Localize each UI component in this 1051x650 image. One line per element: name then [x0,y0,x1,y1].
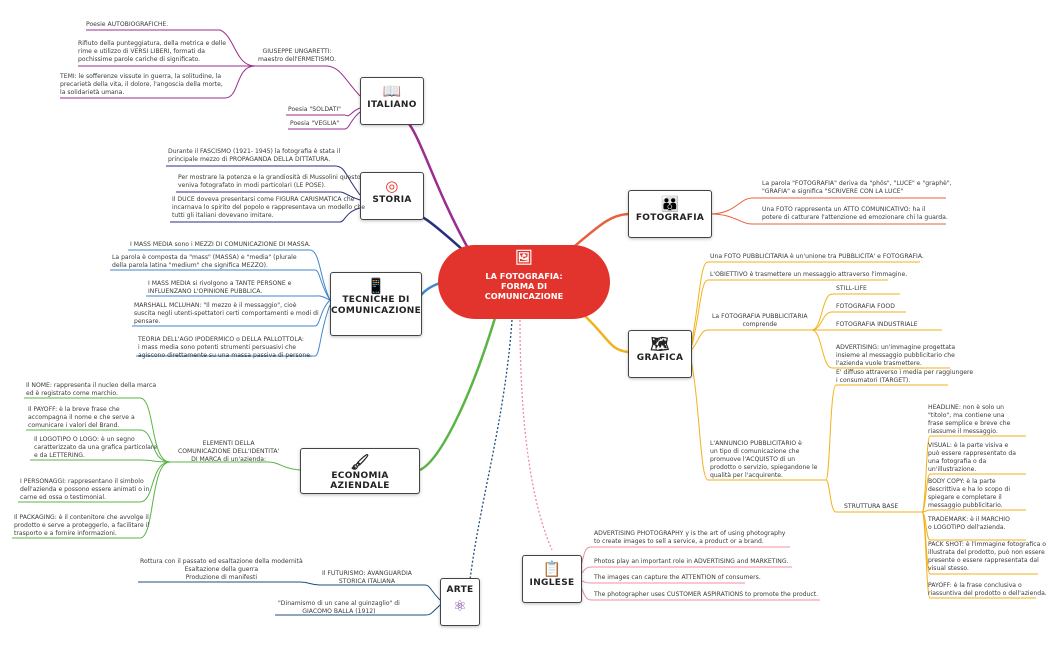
economia-nome: Il NOME: rappresenta il nucleo della mar… [26,382,157,397]
grafica-struttura: STRUTTURA BASE [844,503,899,510]
storia-links [166,165,361,223]
italiano-rifiuto: Rifiuto della punteggiatura, della metri… [78,40,227,63]
italiano-poesie: Poesie AUTOBIOGRAFICHE. [86,21,169,28]
arte-links [138,581,441,616]
grafica-trademark: TRADEMARK: è il MARCHIO o LOGOTIPO dell'… [928,516,1010,531]
node-italiano-label: ITALIANO [367,100,417,110]
branch-grafica [584,315,629,354]
node-italiano[interactable]: 📖 ITALIANO [360,77,424,125]
branch-arte [469,319,513,581]
grafica-annuncio: L'ANNUNCIO PUBBLICITARIO è un tipo di co… [710,440,818,479]
grafica-unione: Una FOTO PUBBLICITARIA è un'unione tra P… [710,253,924,260]
grafica-food: FOTOGRAFIA FOOD [836,303,895,310]
inglese-art: ADVERTISING PHOTOGRAPHY y is the art of … [594,530,786,545]
book-icon: 📖 [382,82,402,100]
branch-inglese [519,319,553,551]
economia-personaggi: I PERSONAGGI: rappresentano il simbolo d… [20,478,150,501]
grafica-body: BODY COPY: è la parte descrittiva e ha l… [928,478,1011,509]
node-tecniche[interactable]: 📱 TECNICHE DI COMUNICAZIONE [330,272,422,336]
tools-icon: 🖌 [350,453,370,471]
branch-fotografia [569,212,629,251]
node-tecniche-label: TECNICHE DI COMUNICAZIONE [331,295,422,316]
node-storia-label: STORIA [372,195,412,205]
inglese-aspirations: The photographer uses CUSTOMER ASPIRATIO… [594,591,819,598]
grafica-still: STILL-LIFE [836,285,867,292]
node-storia[interactable]: ◎ STORIA [360,172,424,220]
branch-economia [419,317,497,472]
fotografia-links [709,197,946,225]
tecniche-links [110,249,331,357]
grafica-industriale: FOTOGRAFIA INDUSTRIALE [836,321,918,328]
node-economia[interactable]: 🖌 ECONOMIA AZIENDALE [300,448,420,494]
italiano-ungaretti: GIUSEPPE UNGARETTI: maestro dell'ERMETIS… [258,48,337,63]
italiano-links [60,29,361,130]
storia-fascismo: Durante il FASCISMO (1921- 1945) la foto… [168,148,341,163]
tecniche-teoria: TEORIA DELL'AGO IPODERMICO o DELLA PALLO… [138,336,312,359]
fotografia-atto: Una FOTO rappresenta un ATTO COMUNICATIV… [762,206,948,221]
node-inglese[interactable]: 📋 INGLESE [522,555,582,603]
economia-payoff: Il PAYOFF: è la breve frase che accompag… [28,406,135,429]
italiano-soldati: Poesia "SOLDATI" [288,106,341,113]
node-economia-label: ECONOMIA AZIENDALE [330,471,390,491]
atom-icon: ⚛ [453,597,467,615]
central-topic[interactable]: 🖼 LA FOTOGRAFIA: FORMA DI COMUNICAZIONE [438,245,610,319]
grafica-advertising: ADVERTISING: un'immagine progettata insi… [836,344,956,367]
node-grafica-label: GRAFICA [636,353,684,363]
arte-futurismo: Il FUTURISMO: AVANGUARDIA STORICA ITALIA… [322,570,412,585]
economia-packaging: Il PACKAGING: è il contenitore che avvol… [14,514,150,537]
arte-rottura: Rottura con il passato ed esaltazione de… [140,558,303,581]
tecniche-parola: La parola è composta da "mass" (MASSA) e… [112,254,297,269]
grafica-headline: HEADLINE: non è solo un "titolo", ma con… [928,404,1011,435]
central-topic-title: LA FOTOGRAFIA: FORMA DI COMUNICAZIONE [484,271,564,301]
grafica-links [689,261,1038,599]
italiano-temi: TEMI: le sofferenze vissute in guerra, l… [60,73,223,96]
inglese-role: Photos play an important role in ADVERTI… [594,558,789,565]
fotografia-parola: La parola "FOTOGRAFIA" deriva da "phôs",… [762,180,952,195]
grafica-visual: VISUAL: è la parte visiva e può essere r… [928,442,1016,473]
phone-icon: 📱 [366,277,386,295]
tecniche-mass-media: I MASS MEDIA sono i MEZZI DI COMUNICAZIO… [130,241,311,248]
inglese-attention: The images can capture the ATTENTION of … [594,574,761,581]
node-fotografia-label: FOTOGRAFIA [635,213,705,223]
grafica-payoff: PAYOFF: è la frase conclusiva o riassunt… [928,582,1047,597]
photo-icon: 🖼 [515,250,533,266]
map-icon: 🗺 [650,335,670,353]
grafica-obiettivo: L'OBIETTIVO è trasmettere un messaggio a… [710,271,908,278]
node-grafica[interactable]: 🗺 GRAFICA [628,330,692,378]
node-fotografia[interactable]: 👪 FOTOGRAFIA [628,190,712,238]
economia-links [12,397,301,539]
arte-dinamismo: "Dinamismo di un cane al guinzaglio" di … [278,600,400,615]
tecniche-mcluhan: MARSHALL MCLUHAN: "Il mezzo è il messagg… [134,302,319,325]
node-inglese-label: INGLESE [529,578,575,588]
grafica-packshot: PACK SHOT: è l'immagine fotografica o il… [928,541,1046,572]
storia-duce: Il DUCE doveva presentarsi come FIGURA C… [172,196,365,219]
node-arte-label: ARTE [446,585,474,595]
economia-logotipo: Il LOGOTIPO O LOGO: è un segno caratteri… [34,436,157,459]
storia-potenza: Per mostrare la potenza e la grandiosità… [178,174,361,189]
grafica-comprende: La FOTOGRAFIA PUBBLICITARIA comprende [712,313,808,328]
node-arte[interactable]: ARTE ⚛ [440,578,480,626]
italiano-veglia: Poesia "VEGLIA" [290,120,340,127]
economia-elementi: ELEMENTI DELLA COMUNICAZIONE DELL'IDENTI… [178,440,280,463]
target-icon: ◎ [385,177,399,195]
checklist-icon: 📋 [542,560,562,578]
people-icon: 👪 [660,195,680,213]
grafica-diffuso: E' diffuso attraverso i media per raggiu… [836,369,974,384]
tecniche-rivolgono: I MASS MEDIA si rivolgono a TANTE PERSON… [148,280,292,295]
